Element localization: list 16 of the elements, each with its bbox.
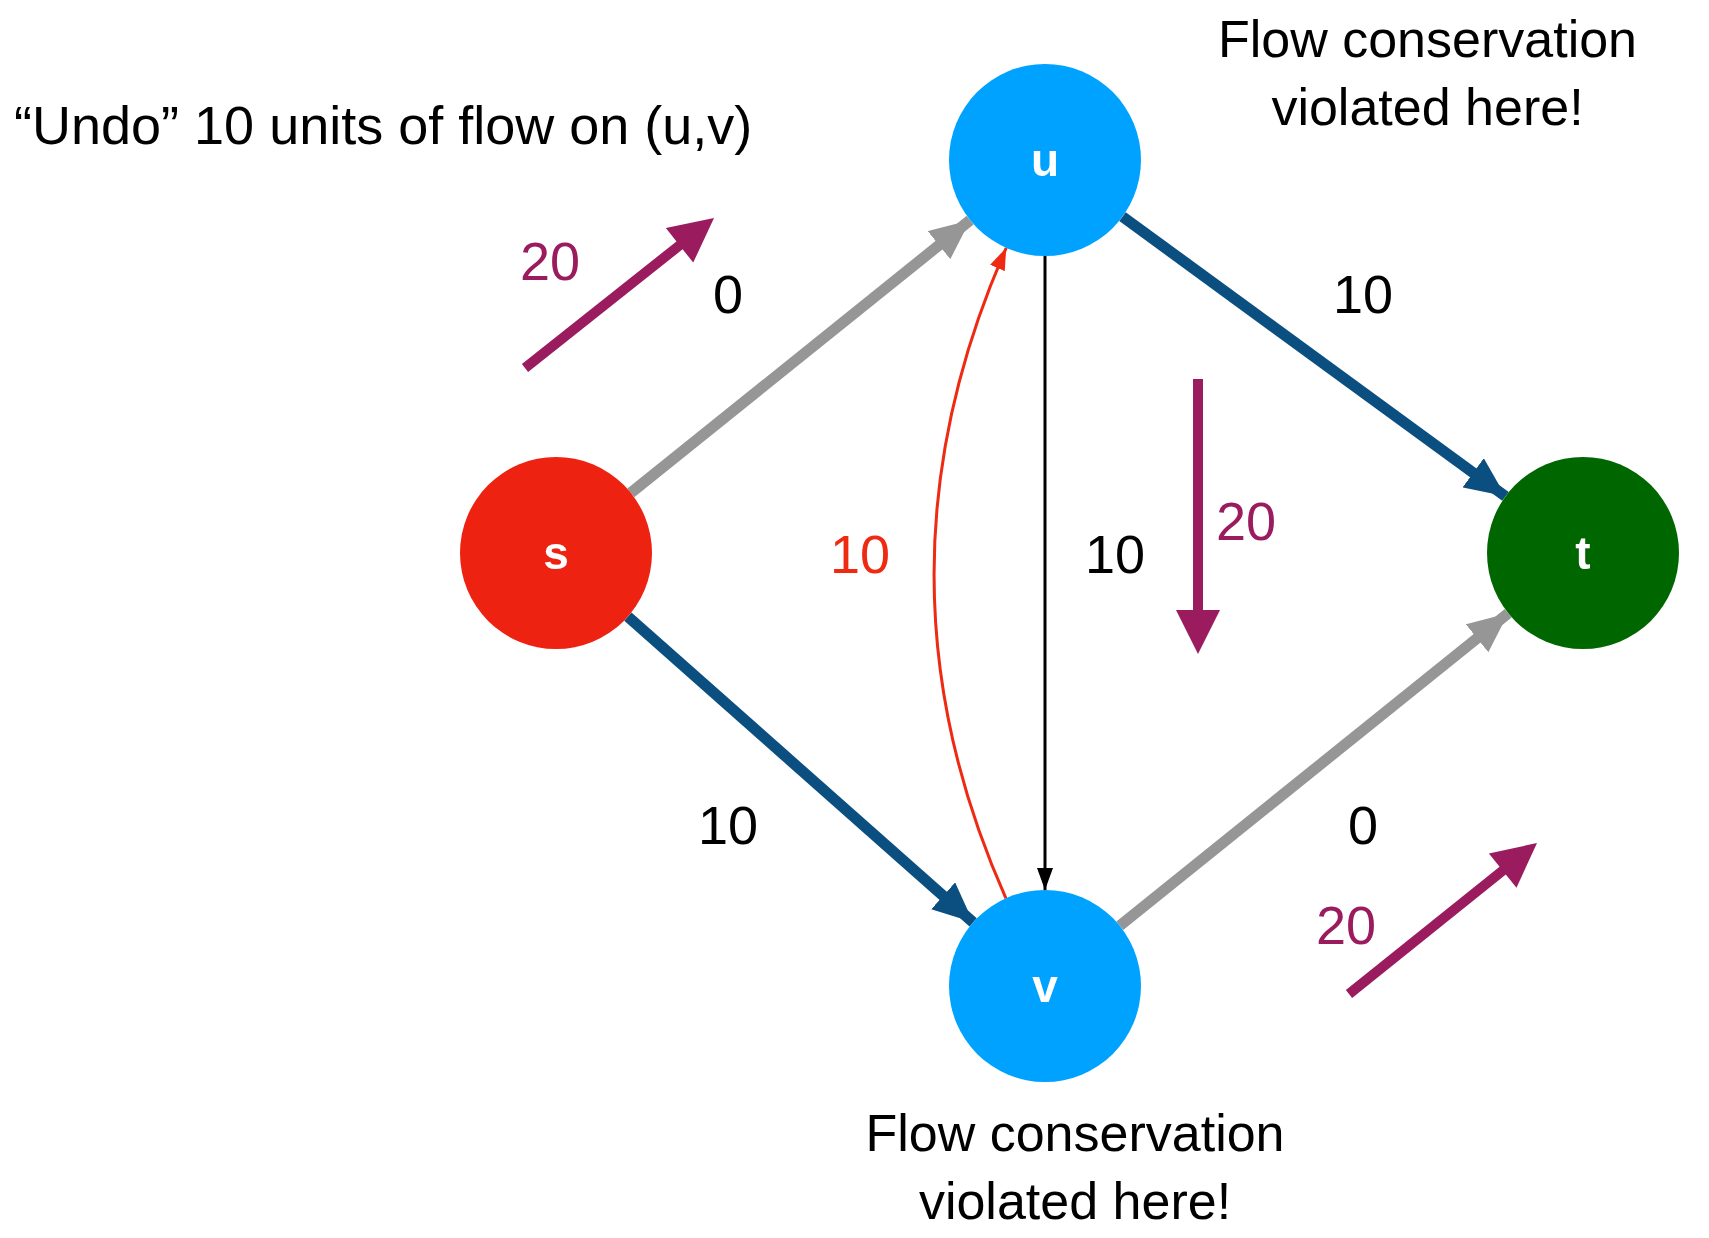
annotation-text: Flow conservation violated here! <box>864 1103 1286 1232</box>
note-text: “Undo” 10 units of flow on (u,v) <box>14 94 753 157</box>
node-label: t <box>1575 530 1591 576</box>
node-label: s <box>543 530 569 576</box>
arrow <box>1116 608 1512 931</box>
flow-value: 20 <box>1216 490 1277 553</box>
arrow <box>932 247 1008 899</box>
node-label: u <box>1030 137 1060 183</box>
flow-value: 20 <box>1316 894 1377 957</box>
arrow <box>1037 256 1053 890</box>
arrow <box>624 612 977 927</box>
flow-value: 20 <box>520 230 581 293</box>
annotation-text: Flow conservation violated here! <box>1216 9 1639 138</box>
node-label: v <box>1032 963 1058 1009</box>
arrow <box>627 215 974 498</box>
arrow <box>1119 212 1509 501</box>
